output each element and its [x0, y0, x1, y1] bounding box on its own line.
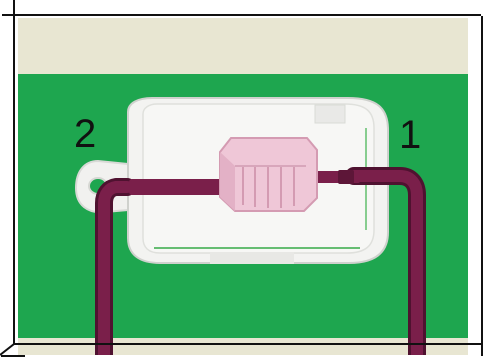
scene-group: [18, 18, 468, 355]
inner-wire: [129, 170, 360, 195]
connector-icon: [219, 137, 318, 212]
callout-1: 1: [399, 113, 422, 157]
wall-bottom: [18, 338, 468, 355]
wire-right-icon: [345, 167, 426, 355]
wire-left-icon: [95, 178, 136, 355]
wall-top: [18, 18, 468, 80]
callout-2: 2: [74, 112, 97, 156]
